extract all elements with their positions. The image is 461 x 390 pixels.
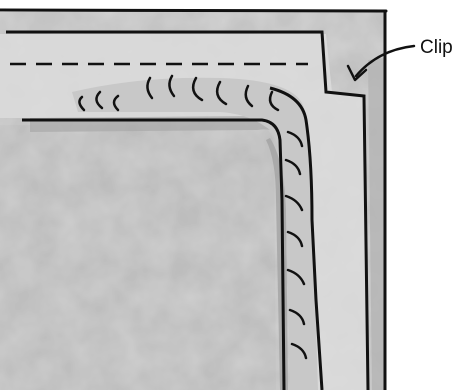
inner-panel (0, 125, 276, 390)
fabric-top-edge (0, 10, 386, 11)
clip-label: Clip (420, 37, 453, 58)
